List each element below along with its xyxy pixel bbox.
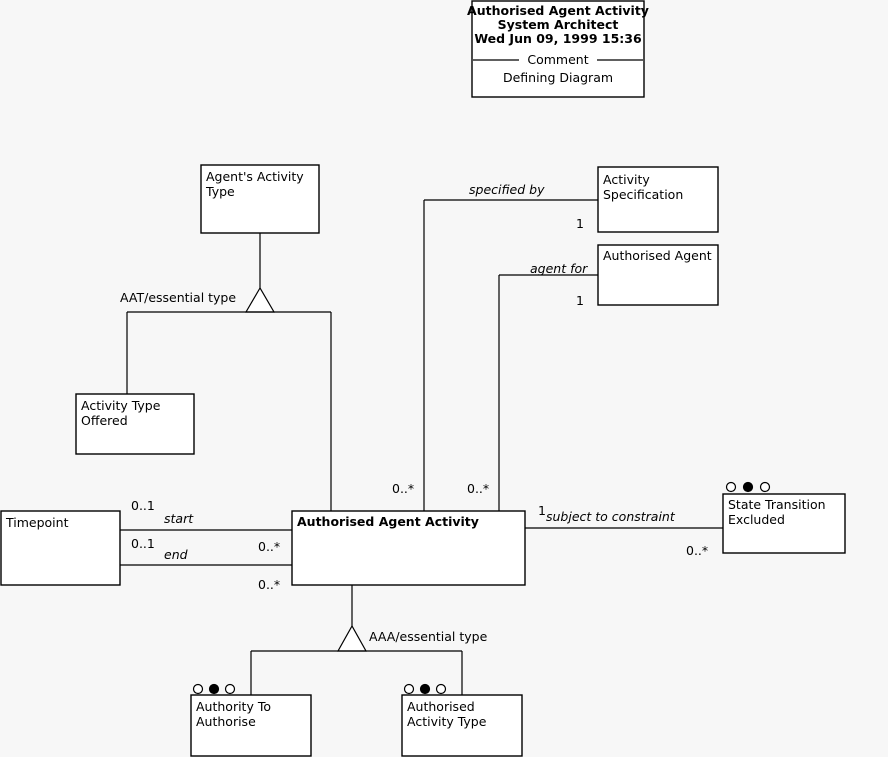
- class-authorised-activity-type[interactable]: Authorised Activity Type: [401, 683, 523, 757]
- class-box-frame[interactable]: [722, 493, 846, 554]
- multiplicity-subject-to-constraint-target: 0..*: [686, 543, 708, 558]
- connectors: [120, 199, 723, 695]
- multiplicity-agent-for-target: 1: [576, 293, 584, 308]
- class-box-frame[interactable]: [291, 510, 526, 586]
- class-name-line1: Authority To: [196, 699, 271, 714]
- title-block-timestamp: Wed Jun 09, 1999 15:36: [474, 31, 642, 46]
- multiplicity-end-target: 0..*: [258, 577, 280, 592]
- marker-solid-middle-icon: [742, 481, 754, 493]
- class-box-frame[interactable]: [75, 393, 195, 455]
- association-label-agent-for: agent for: [530, 261, 588, 276]
- class-name-line2: Specification: [603, 187, 683, 202]
- marker-hollow-right-icon: [224, 683, 236, 695]
- title-block-comment: Defining Diagram: [503, 70, 613, 85]
- class-name-line2: Type: [205, 184, 235, 199]
- marker-hollow-left-icon: [725, 481, 737, 493]
- class-state-transition-excluded[interactable]: State Transition Excluded: [722, 481, 846, 554]
- class-box-frame[interactable]: [0, 510, 121, 586]
- multiplicity-subject-to-constraint-source: 1: [538, 503, 546, 518]
- marker-hollow-left-icon: [403, 683, 415, 695]
- class-activity-type-offered[interactable]: Activity Type Offered: [75, 393, 195, 455]
- association-label-specified-by: specified by: [469, 182, 545, 197]
- class-authorised-agent-activity[interactable]: Authorised Agent Activity: [291, 510, 526, 586]
- class-name-line1: State Transition: [728, 497, 826, 512]
- class-name-line1: Timepoint: [5, 515, 69, 530]
- class-box-frame[interactable]: [597, 244, 719, 306]
- class-name-line2: Activity Type: [407, 714, 487, 729]
- class-name-line1: Authorised Agent Activity: [297, 514, 479, 529]
- title-block: Authorised Agent Activity System Archite…: [467, 0, 649, 98]
- class-authorised-agent[interactable]: Authorised Agent: [597, 244, 719, 306]
- association-label-subject-to-constraint: subject to constraint: [546, 509, 676, 524]
- multiplicity-start-target: 0..*: [258, 539, 280, 554]
- class-name-line2: Authorise: [196, 714, 256, 729]
- title-block-author: System Architect: [498, 17, 619, 32]
- generalization-triangle-aaa: [336, 624, 368, 652]
- multiplicity-specified-by-target: 1: [576, 216, 584, 231]
- marker-solid-middle-icon: [419, 683, 431, 695]
- class-box-frame[interactable]: [597, 166, 719, 233]
- class-name-line1: Authorised Agent: [603, 248, 712, 263]
- multiplicity-end-source: 0..1: [131, 536, 155, 551]
- association-label-end: end: [164, 547, 188, 562]
- marker-solid-middle-icon: [208, 683, 220, 695]
- class-box-frame[interactable]: [401, 694, 523, 757]
- class-box-frame[interactable]: [190, 694, 312, 757]
- multiplicity-start-source: 0..1: [131, 498, 155, 513]
- class-timepoint[interactable]: Timepoint: [0, 510, 121, 586]
- generalization-label-aat: AAT/essential type: [120, 290, 236, 305]
- marker-hollow-right-icon: [759, 481, 771, 493]
- class-activity-specification[interactable]: Activity Specification: [597, 166, 719, 233]
- class-name-line1: Authorised: [407, 699, 475, 714]
- class-name-line1: Activity: [603, 172, 650, 187]
- class-name-line2: Excluded: [728, 512, 785, 527]
- association-label-start: start: [164, 511, 194, 526]
- class-box-frame[interactable]: [200, 164, 320, 234]
- generalization-triangle-aat: [244, 286, 276, 313]
- title-block-frame: [471, 0, 645, 98]
- title-block-section-label: Comment: [527, 52, 588, 67]
- multiplicity-agent-for-source: 0..*: [467, 481, 489, 496]
- class-agents-activity-type[interactable]: Agent's Activity Type: [200, 164, 320, 234]
- class-authority-to-authorise[interactable]: Authority To Authorise: [190, 683, 312, 757]
- marker-hollow-right-icon: [435, 683, 447, 695]
- title-block-name: Authorised Agent Activity: [467, 3, 649, 18]
- marker-hollow-left-icon: [192, 683, 204, 695]
- class-name-line2: Offered: [81, 413, 128, 428]
- generalization-label-aaa: AAA/essential type: [369, 629, 488, 644]
- class-name-line1: Agent's Activity: [206, 169, 304, 184]
- class-name-line1: Activity Type: [81, 398, 161, 413]
- multiplicity-specified-by-source: 0..*: [392, 481, 414, 496]
